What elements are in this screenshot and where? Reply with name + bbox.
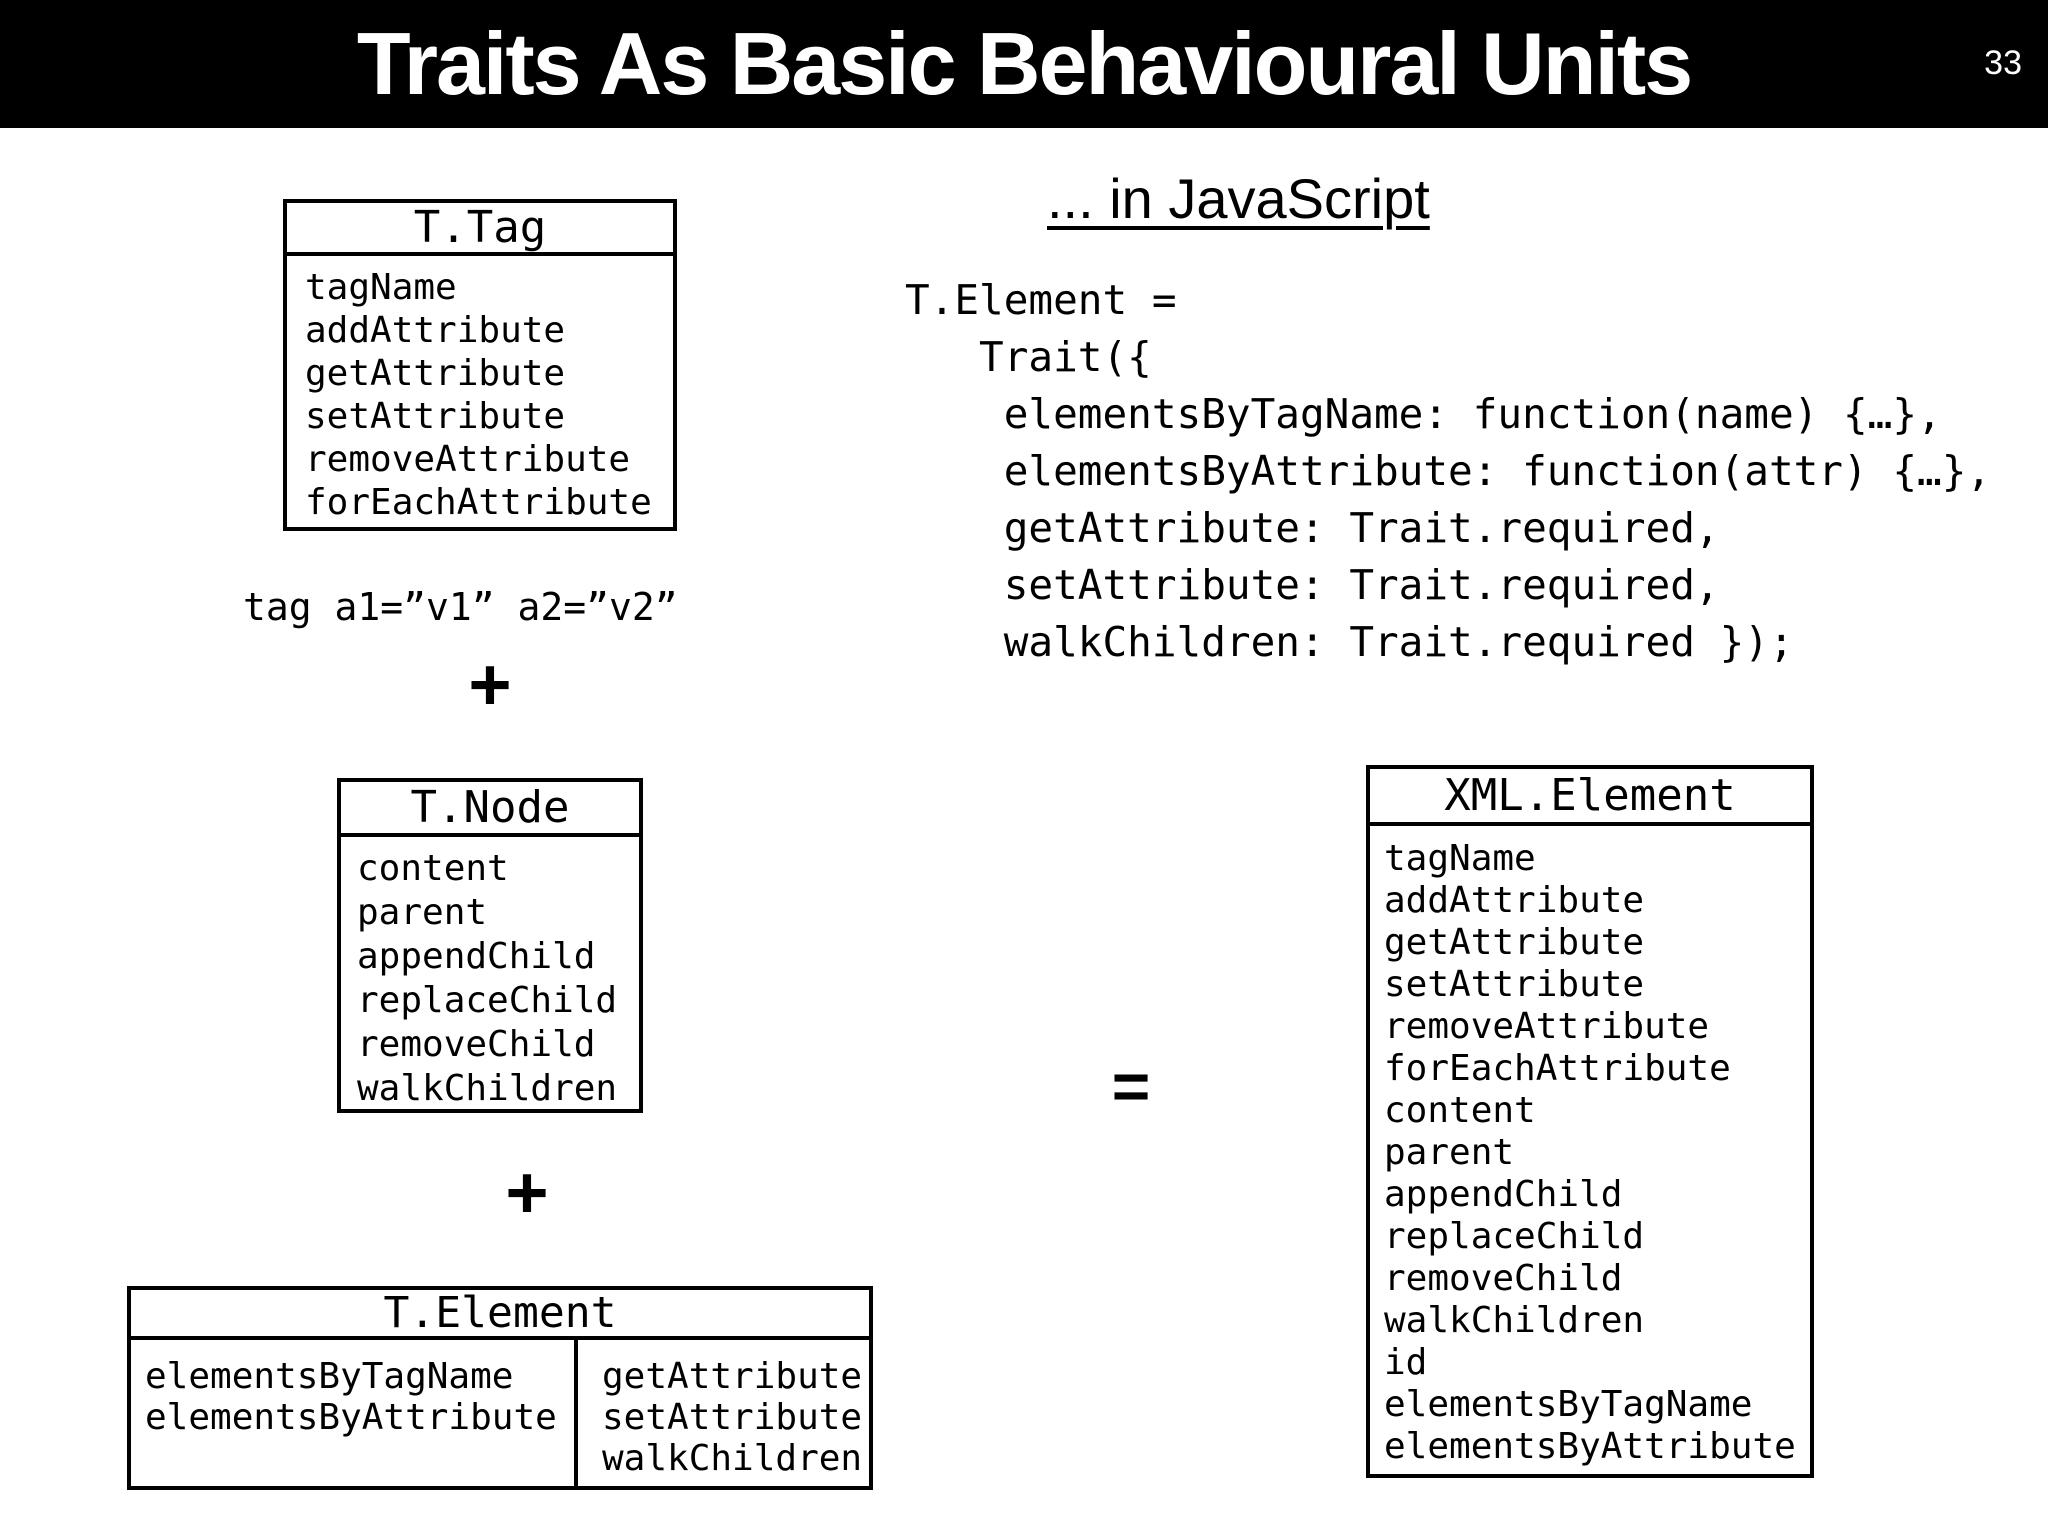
class-member: id bbox=[1384, 1342, 1428, 1383]
class-member: setAttribute bbox=[1384, 964, 1645, 1005]
class-name-xml-element: XML.Element bbox=[1370, 769, 1810, 826]
class-member: forEachAttribute bbox=[1384, 1048, 1731, 1089]
class-member: removeAttribute bbox=[1384, 1006, 1710, 1047]
equals-operator: = bbox=[1111, 1049, 1151, 1123]
class-name-t-node: T.Node bbox=[341, 782, 639, 837]
class-name-t-element: T.Element bbox=[131, 1288, 869, 1340]
class-member: getAttribute bbox=[1384, 922, 1645, 963]
code-line: Trait({ bbox=[905, 333, 1152, 381]
class-member: getAttribute bbox=[305, 353, 566, 394]
class-member: parent bbox=[1384, 1132, 1515, 1173]
class-member: walkChildren bbox=[602, 1438, 863, 1479]
class-member: elementsByAttribute bbox=[1384, 1426, 1796, 1467]
class-member: parent bbox=[357, 892, 488, 933]
code-line: setAttribute: Trait.required, bbox=[905, 561, 1720, 609]
code-line: walkChildren: Trait.required }); bbox=[905, 618, 1794, 666]
class-member: content bbox=[357, 848, 509, 889]
code-line: T.Element = bbox=[905, 276, 1177, 324]
class-member: removeChild bbox=[1384, 1258, 1623, 1299]
class-member: tagName bbox=[305, 267, 457, 308]
class-member: forEachAttribute bbox=[305, 482, 652, 523]
javascript-section-heading: ... in JavaScript bbox=[1047, 167, 1430, 230]
plus-operator-1: + bbox=[468, 642, 512, 726]
class-name-t-tag: T.Tag bbox=[287, 202, 673, 256]
class-member: replaceChild bbox=[1384, 1216, 1645, 1257]
code-line: elementsByAttribute: function(attr) {…}, bbox=[905, 447, 1992, 495]
tag-example-text: tag a1=”v1” a2=”v2” bbox=[243, 585, 678, 629]
class-member: addAttribute bbox=[305, 310, 566, 351]
class-member: replaceChild bbox=[357, 980, 618, 1021]
class-member: appendChild bbox=[1384, 1174, 1623, 1215]
slide-title: Traits As Basic Behavioural Units bbox=[356, 14, 1693, 113]
t-element-column-divider bbox=[574, 1340, 578, 1486]
title-bar: Traits As Basic Behavioural Units 33 bbox=[0, 0, 2048, 128]
class-member: appendChild bbox=[357, 936, 596, 977]
code-line: getAttribute: Trait.required, bbox=[905, 504, 1720, 552]
class-member: removeChild bbox=[357, 1024, 596, 1065]
class-member: tagName bbox=[1384, 838, 1536, 879]
class-member: walkChildren bbox=[1384, 1300, 1645, 1341]
class-member: setAttribute bbox=[602, 1397, 863, 1438]
plus-operator-2: + bbox=[505, 1150, 549, 1234]
slide-number: 33 bbox=[1984, 44, 2022, 82]
class-member: elementsByTagName bbox=[1384, 1384, 1753, 1425]
class-member: content bbox=[1384, 1090, 1536, 1131]
class-member: addAttribute bbox=[1384, 880, 1645, 921]
class-member: elementsByAttribute bbox=[145, 1397, 557, 1438]
class-member: getAttribute bbox=[602, 1356, 863, 1397]
code-line: elementsByTagName: function(name) {…}, bbox=[905, 390, 1942, 438]
class-member: elementsByTagName bbox=[145, 1356, 514, 1397]
class-member: setAttribute bbox=[305, 396, 566, 437]
javascript-trait-code: T.Element = Trait({ elementsByTagName: f… bbox=[905, 272, 1991, 671]
class-member: removeAttribute bbox=[305, 439, 631, 480]
class-member: walkChildren bbox=[357, 1068, 618, 1109]
